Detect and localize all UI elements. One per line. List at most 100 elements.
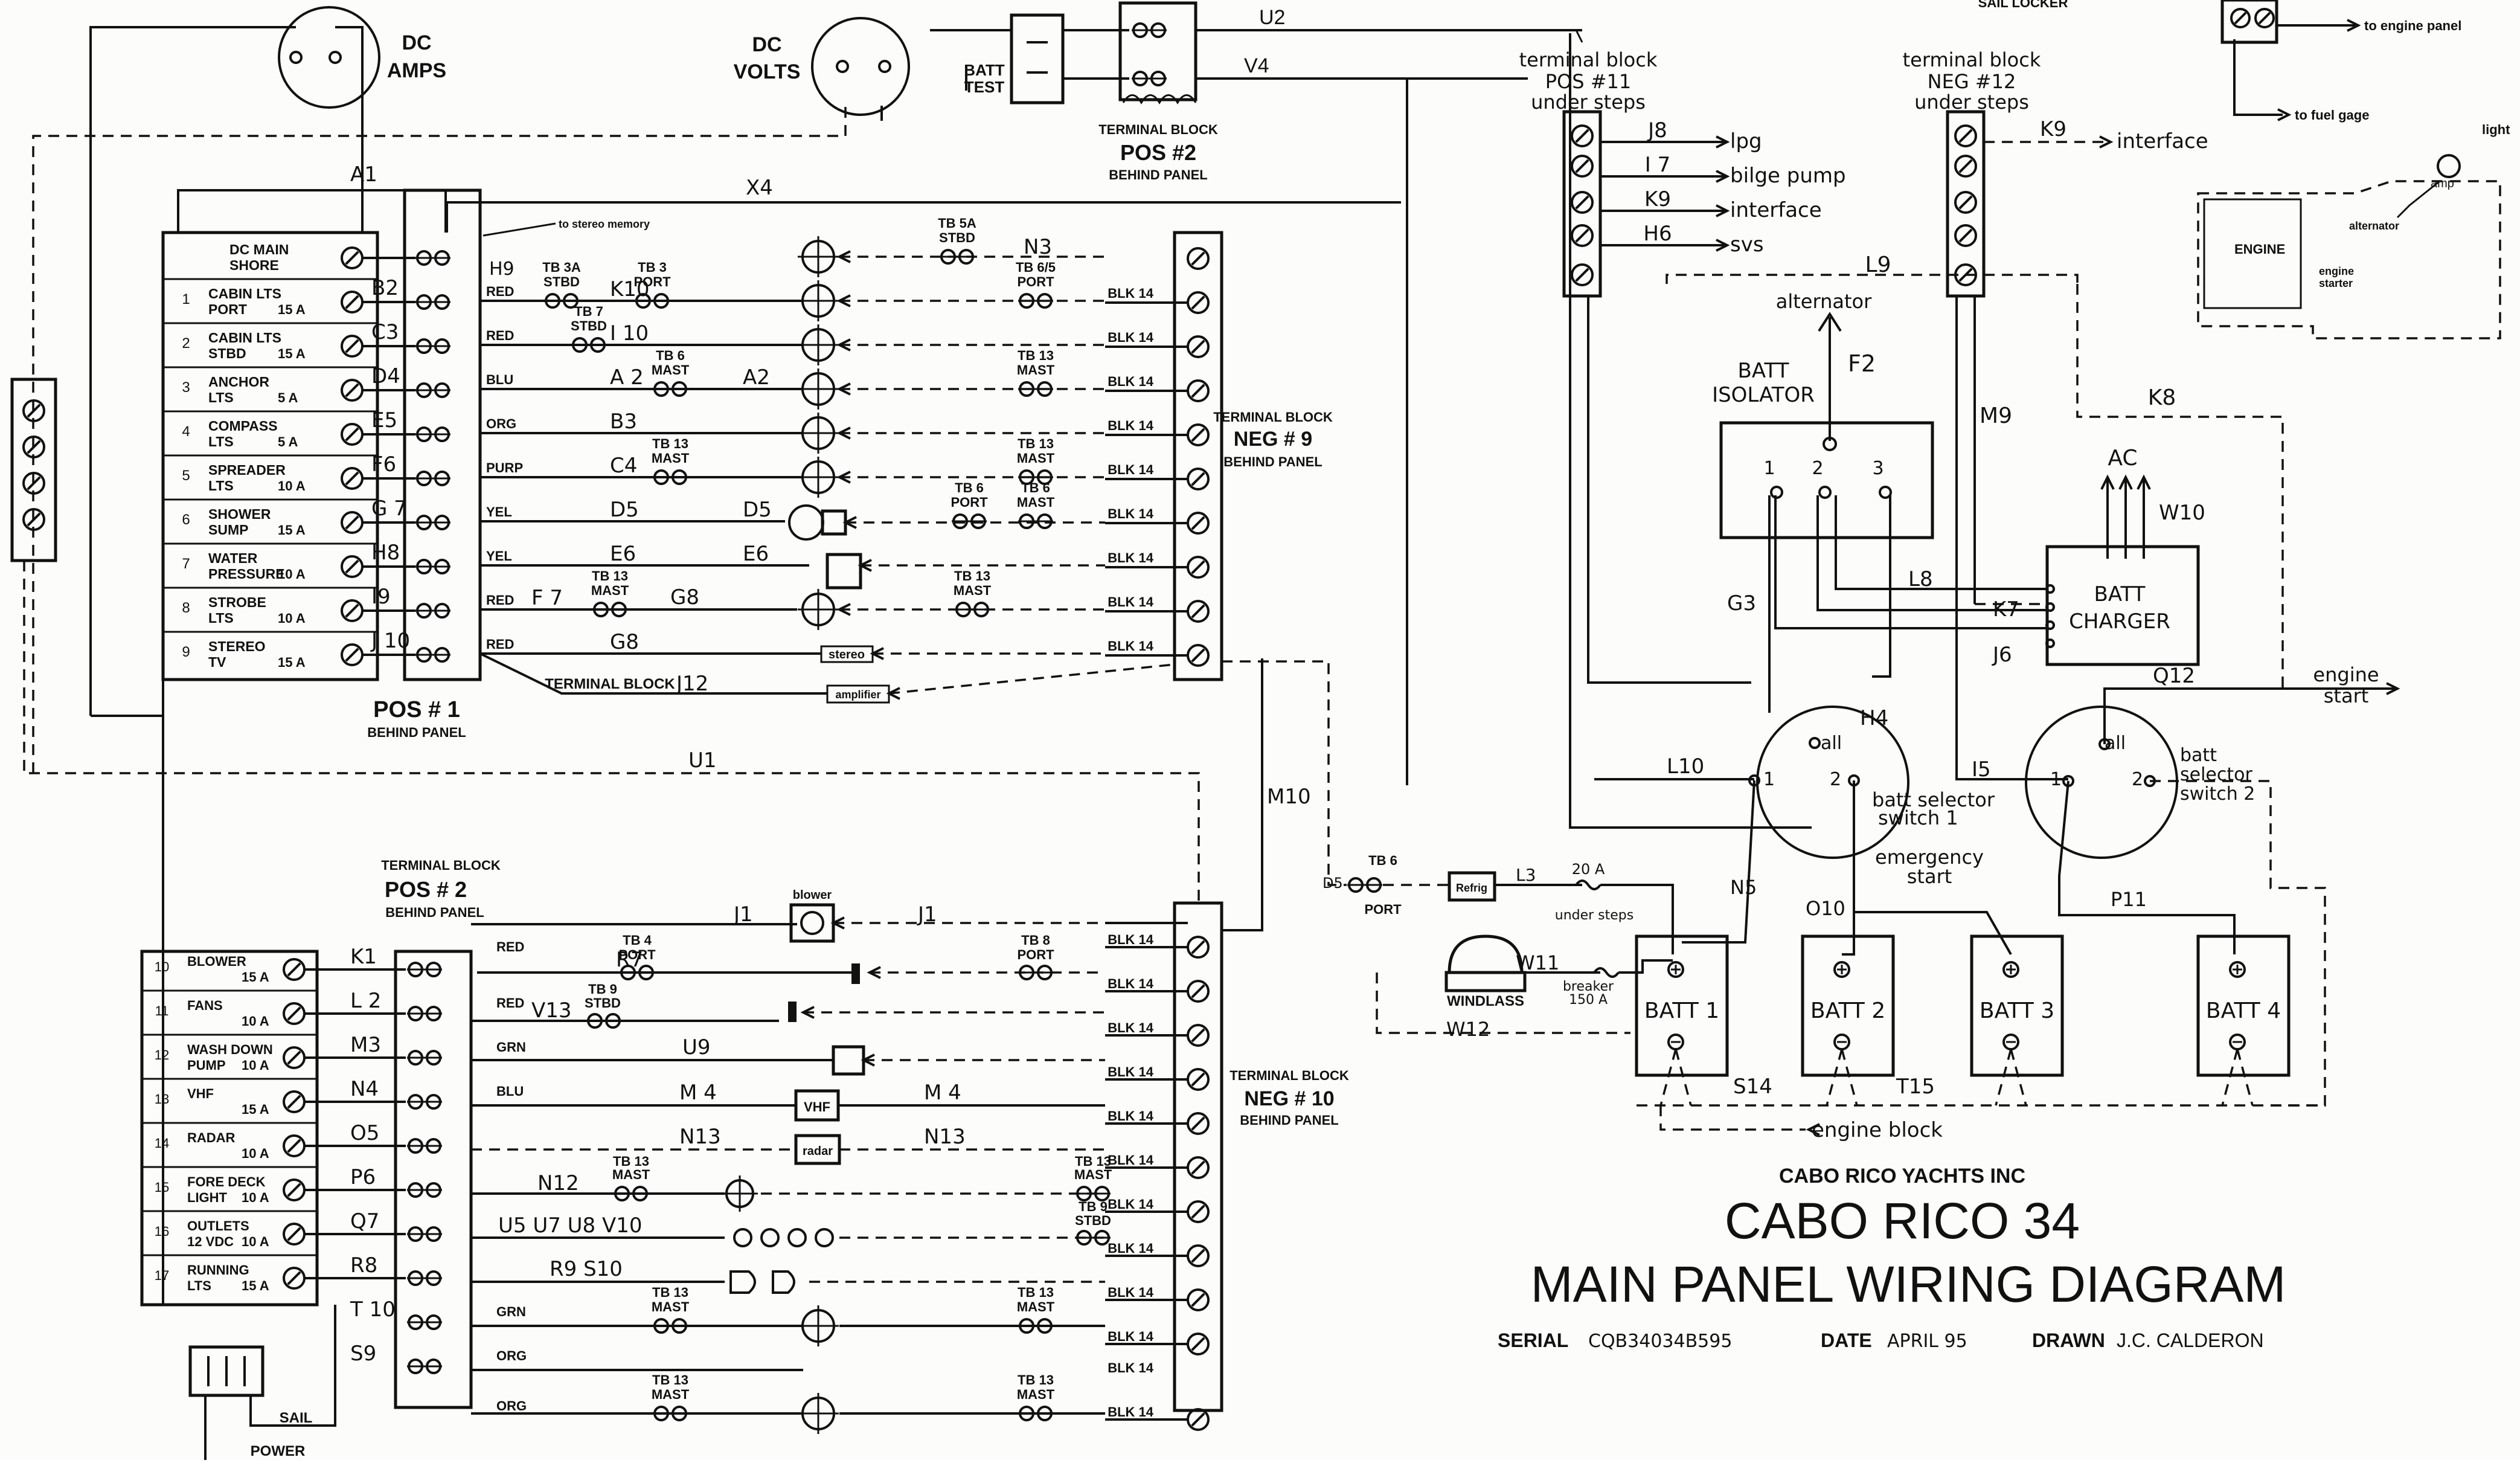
arrow-head (2386, 682, 2400, 695)
breaker-number: 5 (182, 468, 190, 484)
tb-connector-label: STBD (543, 274, 580, 289)
neg12-terminal (1954, 155, 1977, 178)
screw-slot (27, 404, 41, 418)
arrow-head (836, 250, 851, 263)
battery (2196, 934, 2291, 1077)
switch-position: 2 (2132, 769, 2143, 790)
wire-color: RED (486, 284, 514, 299)
windlass-label: WINDLASS (1447, 993, 1524, 1009)
neg-wire-label: BLK 14 (1108, 932, 1154, 947)
wire-label: E6 (610, 542, 636, 566)
inset-label: to engine panel (2364, 18, 2461, 33)
wire-label: F 7 (531, 586, 563, 610)
sail-label: SAIL (280, 1410, 313, 1426)
isolator-terminal-label: 1 (1763, 458, 1775, 479)
neg10-terminal (1187, 1024, 1210, 1047)
screw-slot (1191, 604, 1205, 619)
screw-slot (1958, 129, 1973, 143)
volts-label: DC (752, 33, 781, 56)
screw-slot (1958, 195, 1973, 210)
neg9-terminal (1187, 556, 1210, 579)
wire-label: P11 (2111, 888, 2147, 911)
wire-label: D5 (610, 498, 639, 522)
screw-slot (345, 295, 359, 309)
neg10-terminal (1187, 1408, 1210, 1431)
wire-label: I 7 (1645, 153, 1670, 177)
breaker-amperage: 10 A (278, 478, 306, 494)
fuse-wire (1600, 884, 1674, 954)
breaker-number: 14 (155, 1136, 169, 1151)
breaker-label: SPREADER (208, 462, 286, 478)
breaker-number: 1 (182, 291, 190, 307)
terminal-block-neg9 (1173, 231, 1223, 681)
tb-sub: under steps (1531, 91, 1646, 114)
isolator-label: BATT (1738, 359, 1789, 383)
breaker-amperage: 15 A (278, 655, 306, 670)
stereo-memory-arrow (483, 222, 556, 237)
wire-label: S14 (1733, 1075, 1772, 1099)
tb-name: POS # 1 (373, 697, 460, 722)
date-value: APRIL 95 (1887, 1331, 1967, 1352)
batt-test-switch (1010, 13, 1065, 104)
neg-wire-label: BLK 14 (1108, 1285, 1154, 1300)
switch-terminal (2098, 738, 2111, 750)
arrow-head (1716, 170, 1730, 183)
arrow-head (836, 382, 851, 396)
screw-slot (1191, 940, 1205, 954)
wire-label: B2 (371, 276, 399, 300)
wire (1872, 495, 1891, 678)
wire-color: YEL (486, 504, 512, 519)
screw-slot (2234, 11, 2247, 25)
arrow-head (836, 603, 851, 616)
screw-slot (27, 476, 41, 490)
wire-label: B3 (610, 410, 637, 434)
tb-connector-label: TB 13 (652, 436, 688, 451)
wire-label: U9 (682, 1035, 711, 1059)
washdown-pump (832, 1045, 865, 1076)
wire-label: D5 (743, 498, 772, 522)
tb-connector-label: PORT (1017, 947, 1054, 962)
stereo-box (820, 645, 874, 663)
breaker-terminal (283, 1267, 306, 1290)
tb-connector-label: MAST (1017, 1387, 1055, 1402)
breaker-terminal (341, 643, 364, 666)
screw-slot (287, 962, 301, 977)
breaker-panel-2 (140, 950, 319, 1307)
screw-slot (1191, 1160, 1205, 1175)
neg10-terminal (1187, 1156, 1210, 1179)
wire-color: GRN (496, 1040, 526, 1055)
tb-connector-label: PORT (1017, 274, 1054, 289)
stereo-memory-label: to stereo memory (559, 218, 650, 230)
diagram-title: MAIN PANEL WIRING DIAGRAM (1531, 1256, 2286, 1313)
breaker-label: SHORE (229, 257, 279, 273)
neg-wire-label: BLK 14 (1108, 1020, 1154, 1035)
screw-slot (1958, 228, 1973, 243)
wire-label: K9 (1644, 187, 1671, 211)
wire-label: K10 (610, 277, 650, 301)
ground-wire (2221, 1049, 2254, 1106)
wire-label: J8 (1647, 118, 1667, 143)
branch-destination: bilge pump (1730, 164, 1846, 188)
wire-label: G 7 (371, 497, 407, 521)
wire-color: RED (496, 995, 524, 1011)
neg10-terminal (1187, 1068, 1210, 1091)
neg-wire-label: BLK 14 (1108, 418, 1154, 433)
neg-wire-label: BLK 14 (1108, 594, 1154, 609)
fuse-terminal (22, 399, 45, 422)
breaker-label: SUMP (208, 522, 248, 538)
wire-label: J1 (733, 902, 753, 927)
breaker-amperage: 15 A (242, 1102, 269, 1117)
battery (1801, 934, 1895, 1077)
branch-destination: lpg (1730, 129, 1762, 153)
blower-motor (800, 911, 824, 935)
screw-slot (1958, 268, 1973, 282)
screw-slot (1191, 251, 1205, 266)
branch-destination: interface (1730, 198, 1822, 222)
battery-label: BATT 3 (1980, 998, 2054, 1023)
breaker-number: 4 (182, 423, 190, 440)
j12-wire (479, 652, 827, 695)
wire-color: RED (486, 593, 514, 608)
tb-connector-label: TB 6 (1021, 480, 1050, 495)
switch-label: switch 1 (1878, 806, 1958, 829)
dc-volts-meter (811, 17, 910, 116)
